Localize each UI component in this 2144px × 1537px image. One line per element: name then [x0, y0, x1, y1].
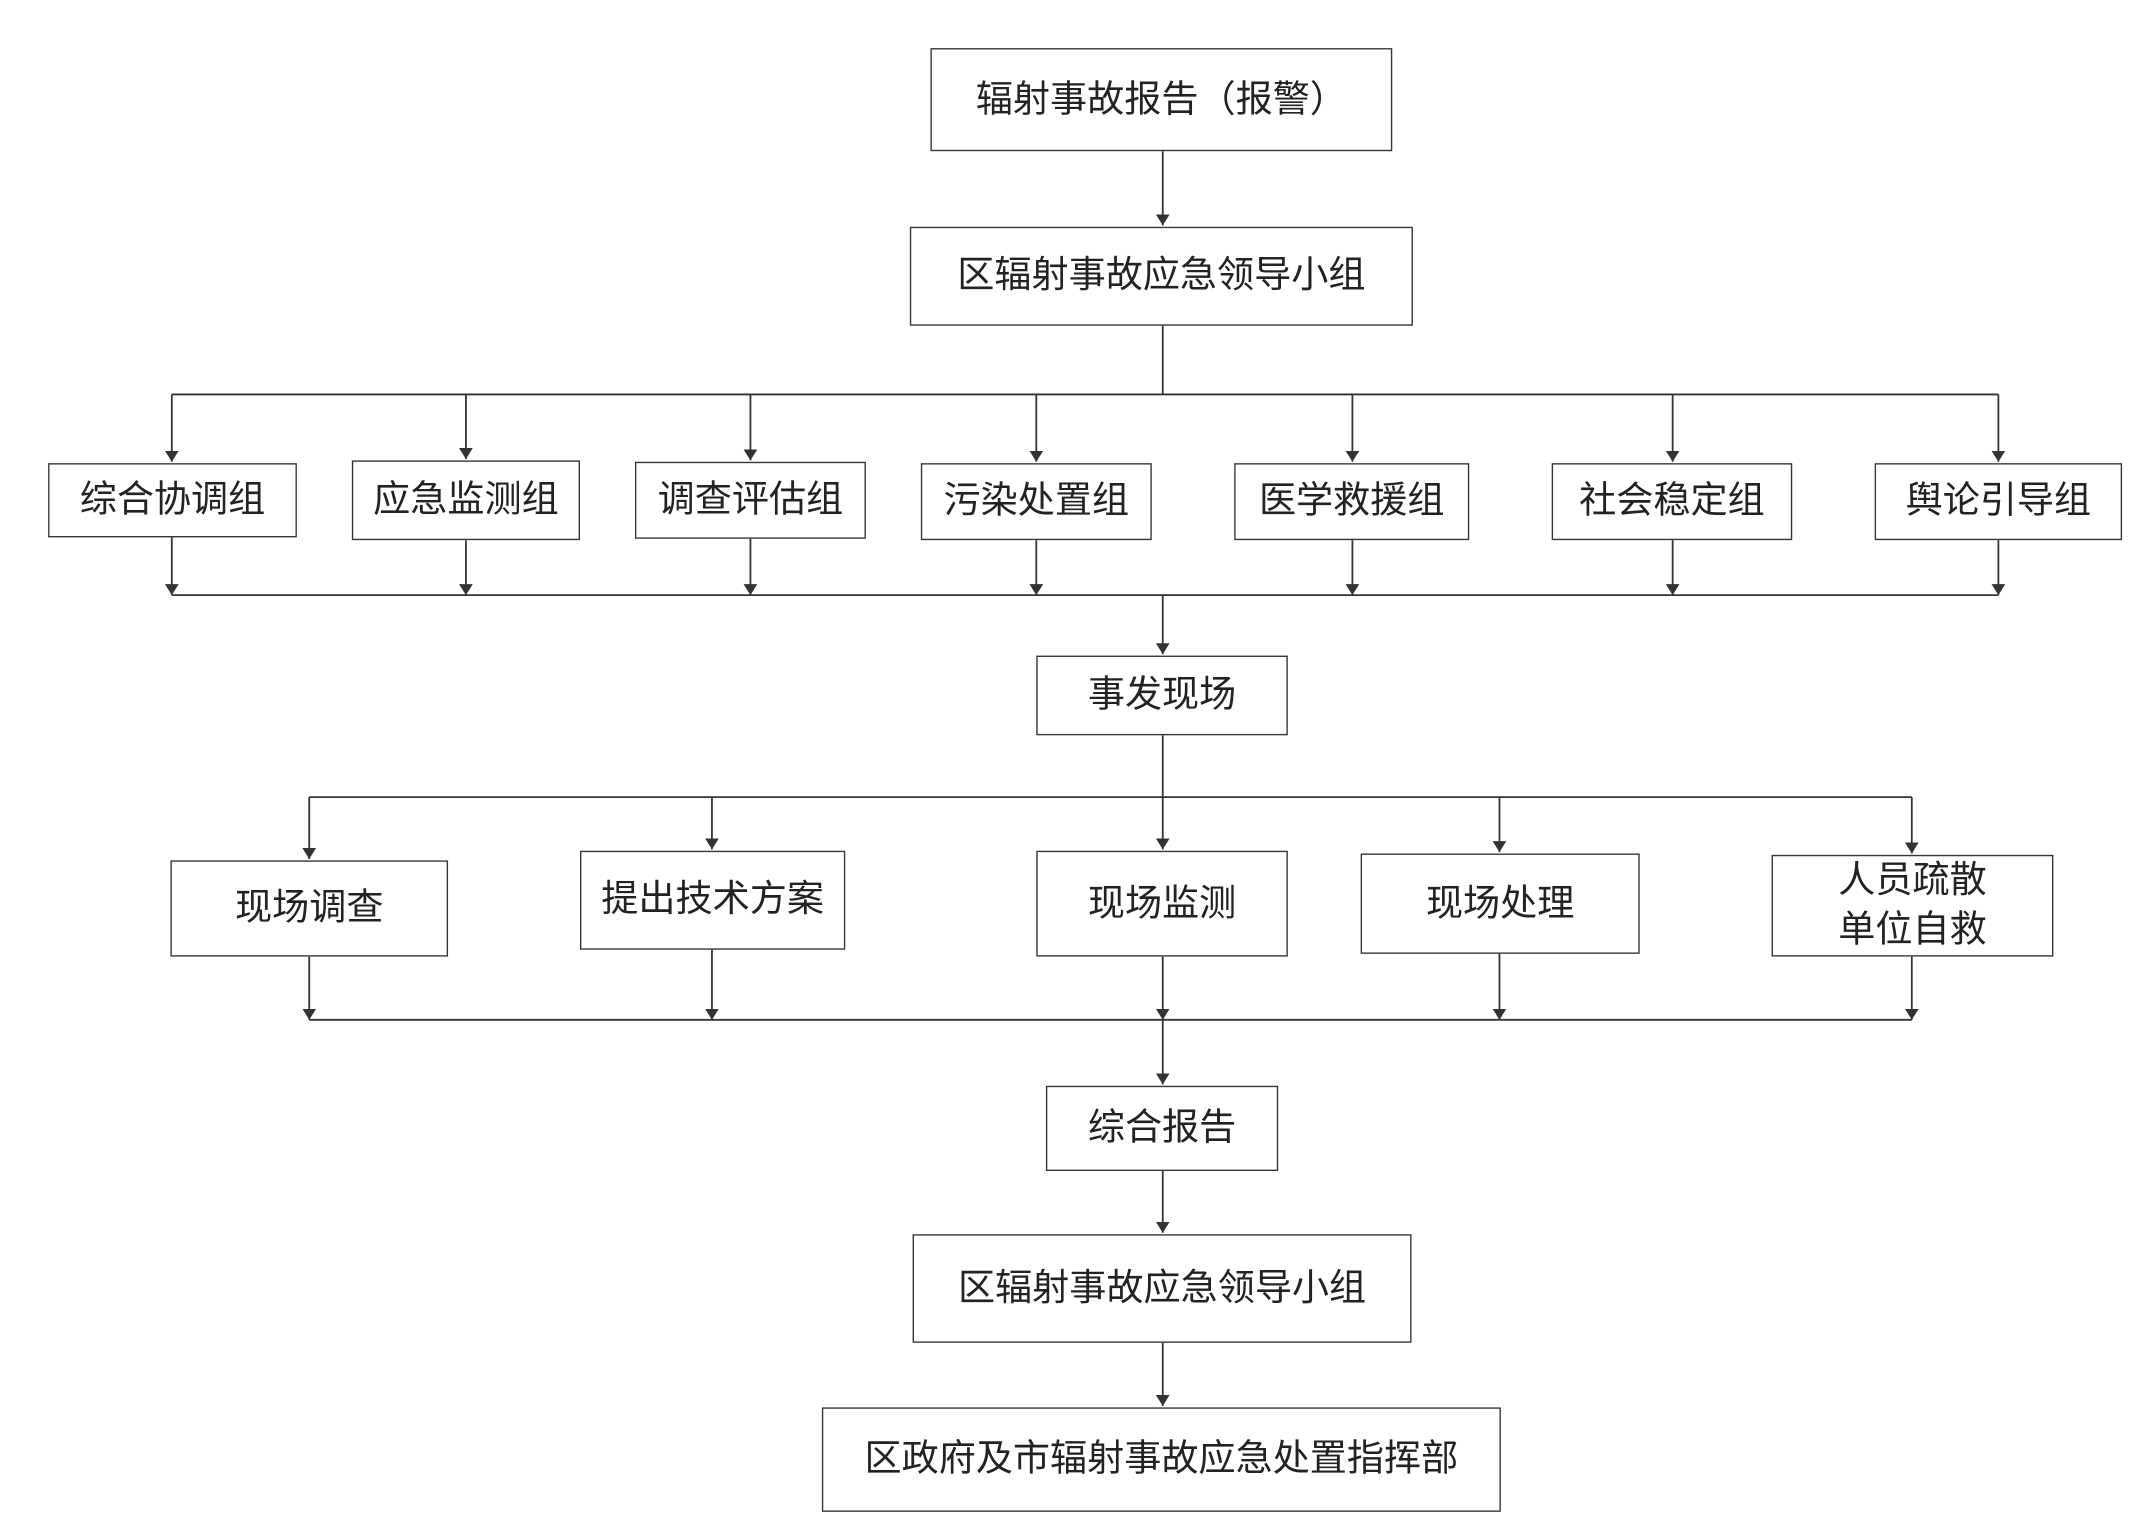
accident-report-box: 辐射事故报告（报警）: [930, 48, 1393, 152]
group-label: 社会稳定组: [1579, 480, 1765, 523]
accident-report-label: 辐射事故报告（报警）: [975, 78, 1347, 121]
leader-group-box-2: 区辐射事故应急领导小组: [912, 1234, 1412, 1343]
leader-group-label: 区辐射事故应急领导小组: [957, 254, 1366, 298]
action-label: 提出技术方案: [601, 878, 824, 922]
command-label: 区政府及市辐射事故应急处置指挥部: [864, 1438, 1459, 1481]
summary-report-box: 综合报告: [1045, 1085, 1279, 1171]
group-box: 舆论引导组: [1874, 463, 2123, 541]
action-label: 现场处理: [1425, 882, 1575, 925]
group-label: 舆论引导组: [1905, 480, 2092, 523]
scene-box: 事发现场: [1036, 655, 1288, 736]
group-box: 综合协调组: [48, 463, 297, 538]
group-label: 医学救援组: [1258, 480, 1445, 523]
group-box: 社会稳定组: [1551, 463, 1793, 541]
action-box: 现场调查: [170, 860, 449, 957]
action-box: 现场处理: [1360, 853, 1640, 954]
summary-report-label: 综合报告: [1087, 1107, 1237, 1150]
action-box: 人员疏散 单位自救: [1771, 854, 2054, 957]
action-label: 人员疏散 单位自救: [1838, 858, 1987, 952]
command-box: 区政府及市辐射事故应急处置指挥部: [821, 1407, 1501, 1512]
group-box: 医学救援组: [1234, 463, 1470, 541]
group-box: 污染处置组: [920, 463, 1152, 541]
scene-label: 事发现场: [1087, 674, 1237, 717]
action-label: 现场调查: [235, 887, 384, 930]
group-label: 污染处置组: [943, 480, 1130, 523]
group-label: 应急监测组: [373, 478, 559, 522]
action-label: 现场监测: [1087, 882, 1237, 925]
group-label: 调查评估组: [657, 478, 844, 522]
action-box: 提出技术方案: [579, 850, 846, 950]
group-box: 应急监测组: [351, 460, 580, 541]
leader-group-label-2: 区辐射事故应急领导小组: [957, 1267, 1367, 1310]
group-label: 综合协调组: [79, 478, 266, 522]
group-box: 调查评估组: [634, 461, 866, 539]
action-box: 现场监测: [1036, 850, 1288, 957]
leader-group-box: 区辐射事故应急领导小组: [909, 226, 1413, 326]
